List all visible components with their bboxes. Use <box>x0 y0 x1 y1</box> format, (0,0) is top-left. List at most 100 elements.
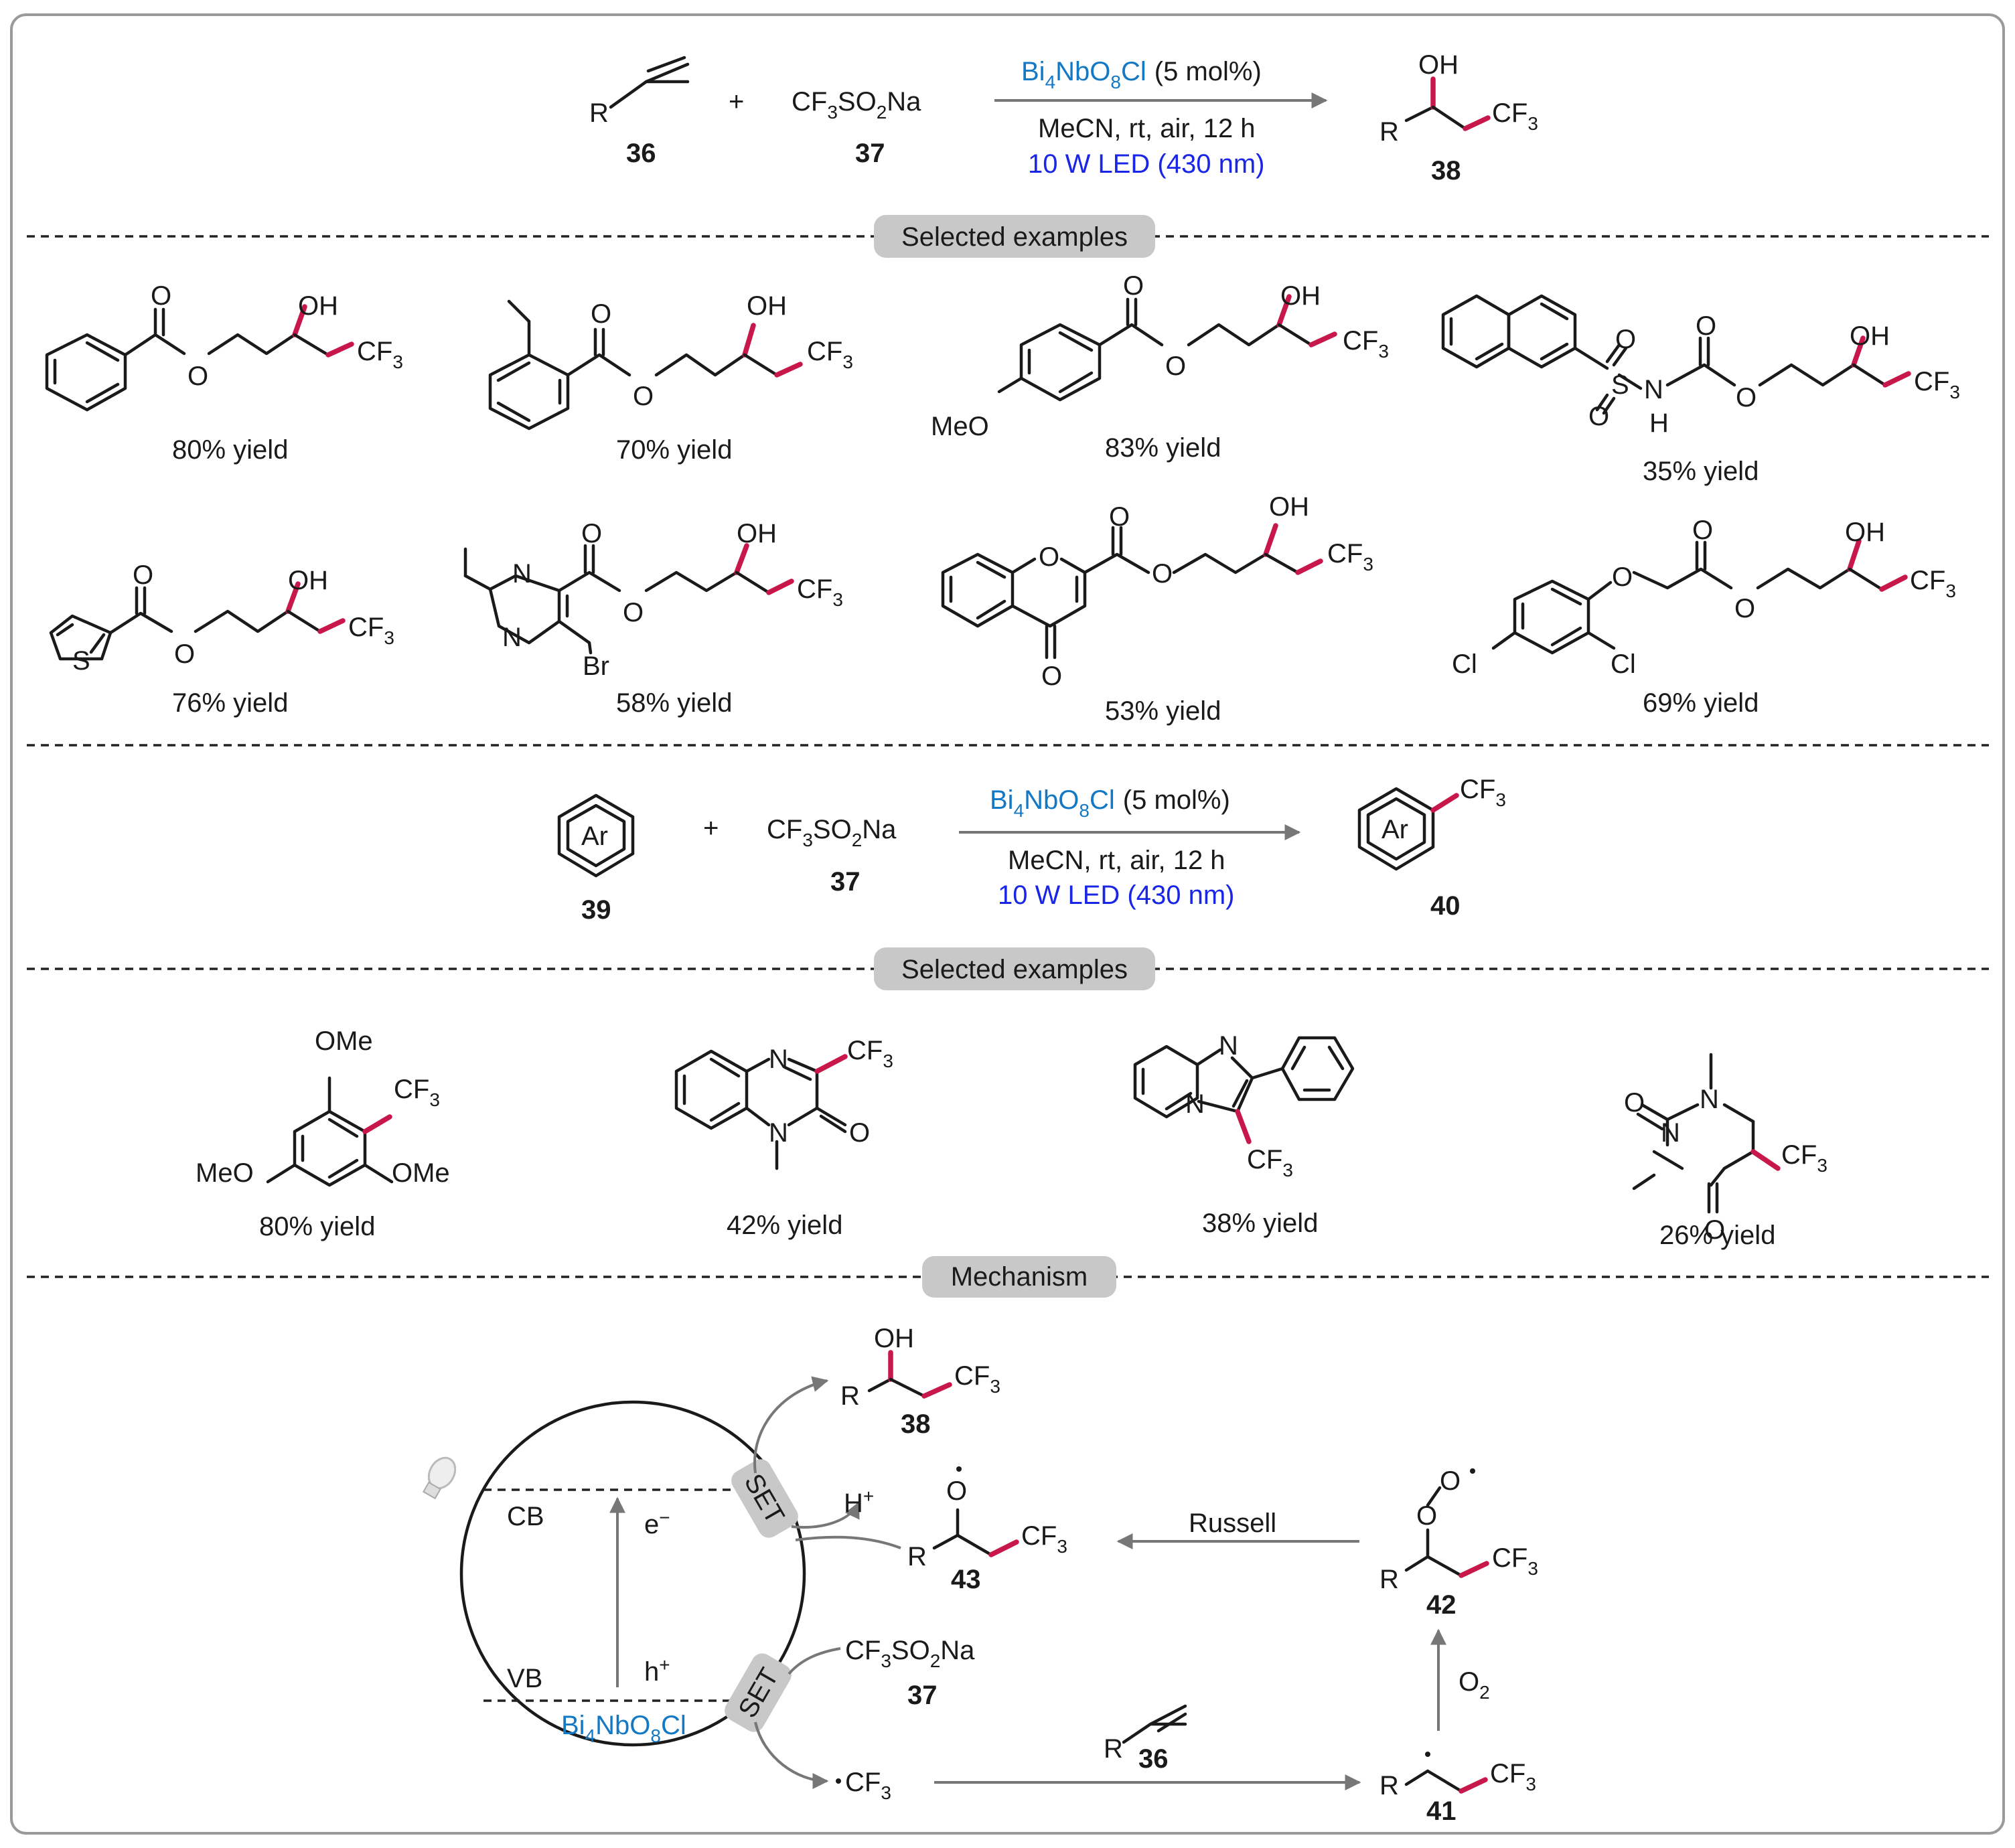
example-10: N N O CF3 42% yield <box>674 1036 893 1240</box>
svg-text:CF3: CF3 <box>1492 98 1538 134</box>
svg-text:OH: OH <box>288 566 328 595</box>
svg-text:CF3: CF3 <box>1021 1521 1067 1557</box>
svg-text:O: O <box>1416 1501 1437 1531</box>
svg-text:CF3: CF3 <box>1914 367 1960 402</box>
svg-text:O: O <box>1109 502 1130 532</box>
svg-text:40: 40 <box>1430 891 1461 921</box>
svg-text:CF3: CF3 <box>1490 1759 1536 1794</box>
intermediate-43: O R CF3 43 <box>907 1466 1067 1594</box>
example-6: N N O O OH Br CF3 58% yield <box>463 519 843 718</box>
svg-text:Cl: Cl <box>1452 649 1477 679</box>
light-bulb-icon <box>422 1456 457 1500</box>
svg-text:69% yield: 69% yield <box>1643 688 1759 718</box>
examples-row-1: O O OH CF3 80% yield O O OH CF3 70% yiel… <box>45 271 1960 486</box>
svg-text:N: N <box>1219 1031 1238 1061</box>
svg-text:+: + <box>729 87 744 117</box>
pill-selected-examples-1 <box>874 215 1155 258</box>
svg-text:CF3: CF3 <box>807 337 853 372</box>
svg-text:OH: OH <box>1418 50 1459 80</box>
svg-text:N: N <box>1644 375 1663 404</box>
product-38: OH R CF3 38 <box>1379 50 1538 185</box>
svg-text:e−: e− <box>644 1507 670 1539</box>
example-11: N N CF3 38% yield <box>1133 1031 1355 1238</box>
intermediate-41: R CF3 41 <box>1379 1752 1536 1826</box>
svg-text:43: 43 <box>951 1565 981 1594</box>
svg-text:R: R <box>907 1542 927 1571</box>
svg-text:CF3: CF3 <box>1492 1543 1538 1579</box>
svg-text:O: O <box>188 362 208 391</box>
svg-text:CF3: CF3 <box>394 1075 440 1110</box>
example-2: O O OH CF3 70% yield <box>488 291 853 465</box>
intermediate-42: O O R CF3 42 <box>1379 1466 1538 1620</box>
svg-text:80% yield: 80% yield <box>172 435 288 465</box>
reagent-37-b: CF3SO2Na 37 <box>767 815 897 897</box>
svg-text:OH: OH <box>737 519 777 548</box>
set-pill-lower: SET <box>725 1653 792 1732</box>
example-9: OMe CF3 MeO OMe 80% yield <box>196 1026 450 1241</box>
svg-text:OH: OH <box>1269 492 1309 522</box>
svg-text:R: R <box>1379 1565 1399 1594</box>
svg-text:O: O <box>1696 311 1716 341</box>
example-3: O O OH MeO CF3 83% yield <box>931 271 1389 463</box>
svg-text:OH: OH <box>1850 321 1890 351</box>
product-40: Ar CF3 40 <box>1357 775 1506 921</box>
example-8: O O O OH Cl Cl CF3 69% yield <box>1452 516 1956 718</box>
svg-text:36: 36 <box>1138 1744 1169 1774</box>
svg-text:N: N <box>1700 1085 1719 1114</box>
mech-reagent-37: CF3SO2Na 37 <box>845 1636 975 1710</box>
svg-text:OH: OH <box>1845 518 1885 547</box>
example-4: S O O N H O O OH CF3 35% yield <box>1441 294 1960 486</box>
reagent-37: CF3SO2Na 37 <box>792 87 921 168</box>
svg-text:R: R <box>840 1381 860 1411</box>
svg-text:42% yield: 42% yield <box>727 1211 842 1240</box>
svg-text:R: R <box>1104 1734 1123 1764</box>
svg-text:CB: CB <box>507 1502 544 1531</box>
svg-text:36: 36 <box>626 139 656 168</box>
svg-text:OMe: OMe <box>392 1158 450 1188</box>
svg-text:CF3: CF3 <box>797 574 843 610</box>
svg-text:MeCN, rt, air, 12 h: MeCN, rt, air, 12 h <box>1038 114 1256 143</box>
svg-text:O: O <box>1612 562 1633 592</box>
svg-text:83% yield: 83% yield <box>1105 433 1221 463</box>
svg-text:CF3: CF3 <box>845 1768 891 1803</box>
svg-text:O: O <box>1165 352 1186 381</box>
svg-text:10 W LED (430 nm): 10 W LED (430 nm) <box>998 880 1234 910</box>
svg-text:38% yield: 38% yield <box>1202 1209 1318 1238</box>
svg-text:O: O <box>1440 1466 1461 1496</box>
svg-text:Mechanism: Mechanism <box>951 1262 1088 1292</box>
svg-text:38: 38 <box>901 1409 931 1439</box>
svg-text:O: O <box>623 598 644 627</box>
examples-row-3: OMe CF3 MeO OMe 80% yield N N O CF3 42% … <box>196 1026 1827 1250</box>
svg-text:CF3: CF3 <box>1327 539 1373 574</box>
svg-text:CF3: CF3 <box>1781 1140 1827 1176</box>
svg-text:O: O <box>1039 542 1059 572</box>
svg-text:OMe: OMe <box>315 1026 373 1056</box>
svg-text:O: O <box>849 1118 870 1148</box>
svg-text:O: O <box>133 560 153 590</box>
svg-text:37: 37 <box>830 867 861 897</box>
svg-text:Selected examples: Selected examples <box>901 222 1128 252</box>
svg-text:OH: OH <box>874 1324 914 1353</box>
svg-text:OH: OH <box>747 291 787 321</box>
svg-text:N: N <box>769 1118 788 1148</box>
svg-text:N: N <box>769 1045 788 1074</box>
svg-text:CF3SO2Na: CF3SO2Na <box>792 87 921 123</box>
svg-text:O: O <box>581 519 602 548</box>
svg-text:MeCN, rt, air, 12 h: MeCN, rt, air, 12 h <box>1008 846 1225 875</box>
svg-text:O: O <box>633 382 654 411</box>
svg-text:O: O <box>1041 662 1062 691</box>
set-pill-upper: SET <box>731 1459 798 1538</box>
svg-text:CF3: CF3 <box>348 613 394 648</box>
svg-text:37: 37 <box>907 1681 938 1710</box>
example-5: S O O OH CF3 76% yield <box>49 560 394 718</box>
arene-39: Ar 39 <box>557 793 635 925</box>
svg-text:O: O <box>1692 516 1713 545</box>
alkene-36-mech: R 36 <box>1104 1704 1187 1774</box>
svg-text:OH: OH <box>1280 281 1321 311</box>
svg-text:MeO: MeO <box>196 1158 254 1188</box>
example-7: O O O O OH CF3 53% yield <box>941 492 1373 726</box>
svg-text:O2: O2 <box>1459 1667 1490 1703</box>
svg-text:Bi4NbO8Cl(5 mol%): Bi4NbO8Cl(5 mol%) <box>990 785 1230 821</box>
svg-text:S: S <box>72 646 90 676</box>
